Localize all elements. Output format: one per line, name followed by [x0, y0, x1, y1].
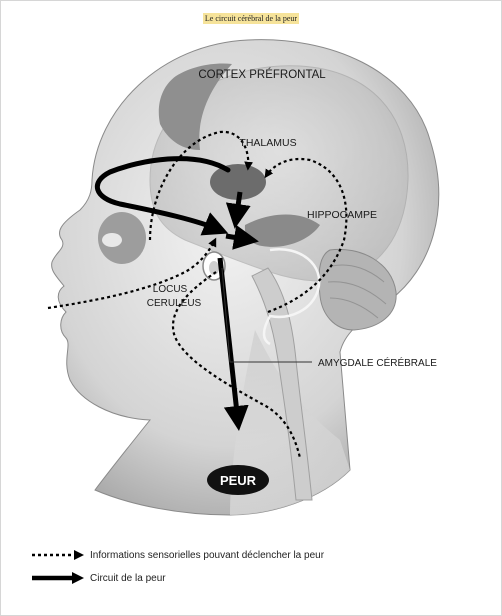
legend-solid: Circuit de la peur — [30, 569, 166, 587]
legend-solid-text: Circuit de la peur — [90, 573, 166, 584]
eye — [102, 233, 122, 247]
legend-dotted: Informations sensorielles pouvant déclen… — [30, 546, 324, 564]
legend-dotted-text: Informations sensorielles pouvant déclen… — [90, 550, 324, 561]
label-locus-1: LOCUS — [153, 284, 188, 295]
label-locus-2: CERULEUS — [147, 298, 202, 309]
dotted-arrow-icon — [30, 548, 86, 562]
peur-label: PEUR — [220, 473, 257, 488]
solid-arrow-icon — [30, 571, 86, 585]
label-thalamus: THALAMUS — [239, 137, 296, 149]
label-hippocampe: HIPPOCAMPE — [307, 209, 377, 221]
label-amygdale: AMYGDALE CÉRÉBRALE — [318, 356, 437, 369]
label-cortex: CORTEX PRÉFRONTAL — [198, 68, 326, 81]
